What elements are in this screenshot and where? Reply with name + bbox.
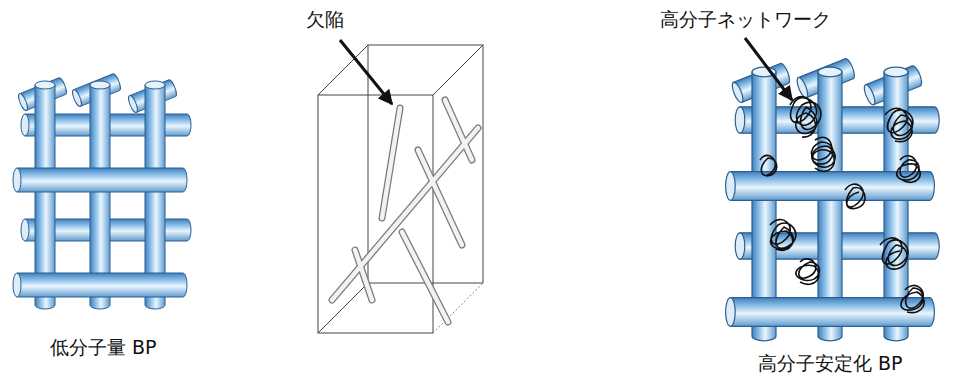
figure-label: 低分子量 BP: [50, 336, 157, 359]
figure-label: 高分子ネットワーク: [660, 8, 831, 31]
figure-label: 欠陥: [306, 8, 344, 31]
defect-cube: [318, 45, 483, 333]
cylinder-lattice: [13, 73, 191, 309]
defect-lines: [332, 100, 478, 322]
leader-arrow: [745, 38, 792, 100]
leader-arrow: [340, 40, 392, 104]
figure-label: 高分子安定化 BP: [758, 352, 903, 375]
polymer-network: [760, 96, 924, 312]
cylinder-lattice: [726, 57, 940, 340]
